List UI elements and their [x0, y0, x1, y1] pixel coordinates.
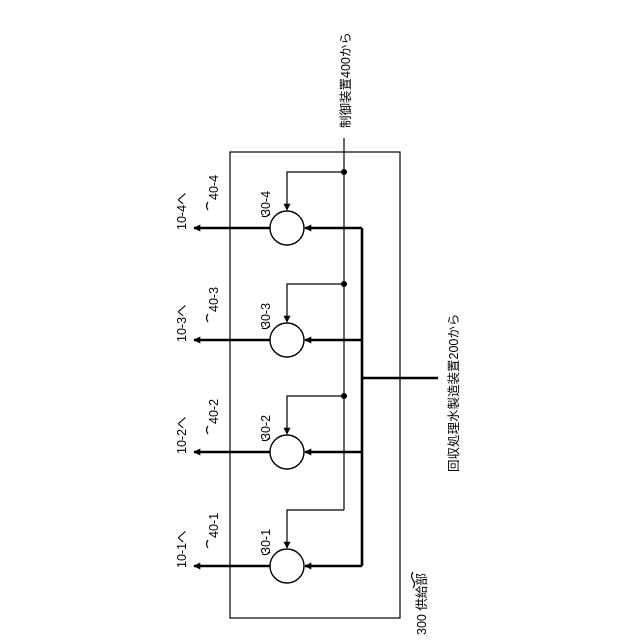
line-3-leader — [207, 314, 209, 322]
line-4-leader — [207, 202, 209, 210]
control-signal-1 — [287, 510, 344, 548]
control-signal-2 — [287, 396, 344, 434]
line-2-label: 40-2 — [207, 399, 221, 424]
line-1-leader — [207, 540, 209, 548]
destination-2-label: 10-2へ — [175, 416, 189, 454]
destination-4-label: 10-4へ — [175, 192, 189, 230]
line-4-label: 40-4 — [207, 175, 221, 200]
destination-3-label: 10-3へ — [175, 304, 189, 342]
supply-unit-box — [230, 152, 400, 618]
line-2-leader — [207, 426, 209, 434]
pump-2 — [270, 435, 304, 469]
pump-3 — [270, 323, 304, 357]
water-source-label: 回収処理水製造装置200から — [447, 314, 461, 472]
pump-4 — [270, 211, 304, 245]
pump-2-label: 30-2 — [259, 415, 273, 440]
destination-1-label: 10-1へ — [175, 530, 189, 568]
control-signal-3 — [287, 284, 344, 322]
pump-4-label: 30-4 — [259, 191, 273, 216]
line-1-label: 40-1 — [207, 513, 221, 538]
control-signal-4 — [287, 172, 344, 210]
line-3-label: 40-3 — [207, 287, 221, 312]
pump-3-label: 30-3 — [259, 303, 273, 328]
controller-source-label: 制御装置400から — [338, 32, 353, 128]
pump-1 — [270, 549, 304, 583]
pump-1-label: 30-1 — [259, 529, 273, 554]
supply-unit-label: 300 供給部 — [414, 573, 429, 635]
